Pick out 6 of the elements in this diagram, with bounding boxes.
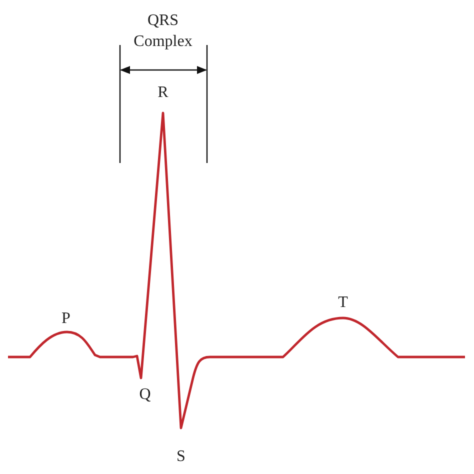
wave-label: T xyxy=(338,293,348,313)
wave-label: S xyxy=(176,447,186,467)
wave-label: R xyxy=(158,83,168,103)
complex-label: QRS Complex xyxy=(132,11,194,52)
wave-label: P xyxy=(62,309,70,329)
wave-label: Q xyxy=(139,385,151,405)
